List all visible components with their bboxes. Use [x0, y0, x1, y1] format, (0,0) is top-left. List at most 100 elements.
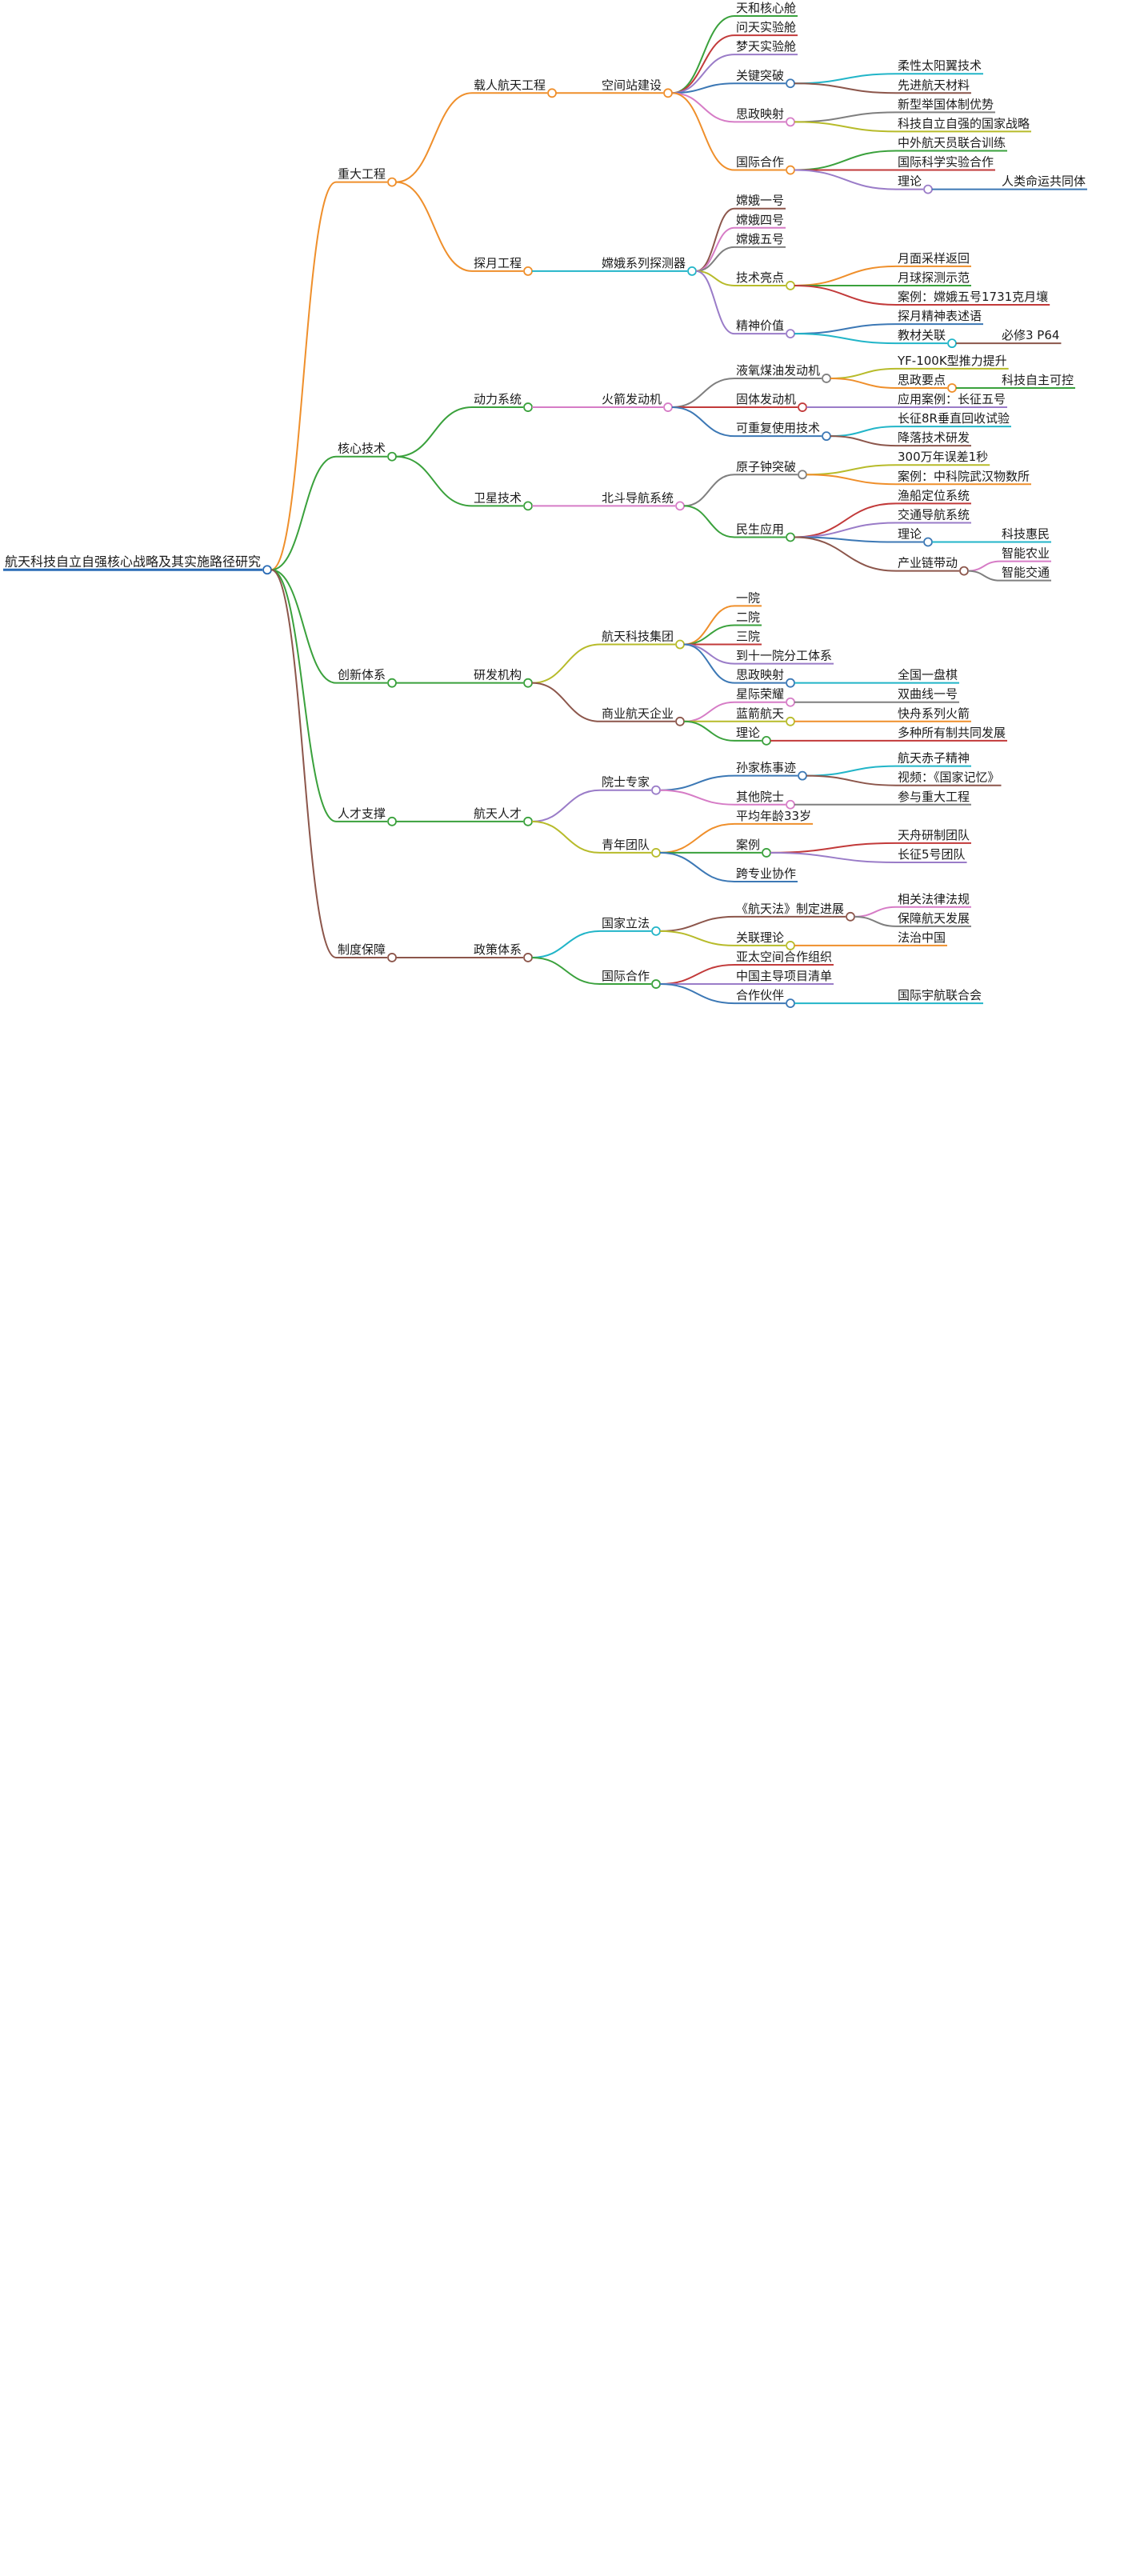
node-toggle[interactable]	[523, 402, 533, 412]
branch-connector	[695, 246, 735, 272]
node-label: 中外航天员联合训练	[898, 135, 1006, 150]
node-toggle[interactable]	[822, 374, 831, 383]
root-node-label: 航天科技自立自强核心战略及其实施路径研究	[5, 554, 261, 569]
node-label: 航天赤子精神	[898, 751, 970, 766]
node-toggle[interactable]	[786, 998, 795, 1009]
node-toggle[interactable]	[798, 402, 807, 412]
node-toggle[interactable]	[786, 117, 795, 127]
node-toggle[interactable]	[262, 565, 272, 575]
node-toggle[interactable]	[523, 266, 533, 276]
branch-connector	[532, 643, 601, 684]
branch-connector	[830, 435, 897, 447]
node-toggle[interactable]	[762, 735, 771, 746]
branch-connector	[830, 426, 897, 438]
branch-connector	[968, 570, 1001, 582]
node-label: 重大工程	[338, 167, 386, 182]
node-toggle[interactable]	[786, 941, 795, 950]
node-toggle[interactable]	[523, 953, 533, 962]
branch-connector	[532, 820, 601, 854]
node-label: 梦天实验舱	[736, 39, 796, 54]
node-toggle[interactable]	[651, 926, 661, 936]
node-toggle[interactable]	[547, 88, 557, 98]
node-toggle[interactable]	[687, 266, 697, 276]
branch-connector	[396, 406, 473, 458]
node-label: 问天实验舱	[736, 20, 796, 34]
branch-connector	[806, 774, 897, 786]
node-toggle[interactable]	[651, 979, 661, 989]
branch-connector	[770, 851, 897, 863]
branch-connector	[830, 377, 897, 389]
node-toggle[interactable]	[675, 501, 685, 511]
node-label: 国际合作	[736, 155, 784, 170]
node-toggle[interactable]	[387, 953, 397, 962]
branch-connector	[794, 111, 897, 123]
branch-connector	[395, 181, 473, 272]
node-toggle[interactable]	[663, 88, 673, 98]
node-toggle[interactable]	[822, 431, 831, 442]
node-toggle[interactable]	[786, 532, 795, 542]
node-toggle[interactable]	[923, 184, 933, 194]
node-toggle[interactable]	[786, 165, 795, 175]
node-toggle[interactable]	[786, 716, 795, 726]
branch-connector	[806, 474, 897, 486]
node-toggle[interactable]	[762, 848, 771, 858]
node-toggle[interactable]	[523, 678, 533, 688]
node-toggle[interactable]	[387, 678, 397, 688]
branch-connector	[794, 121, 897, 133]
branch-connector	[660, 822, 735, 854]
branch-connector	[794, 284, 897, 306]
node-label: 蓝箭航天	[736, 706, 784, 721]
branch-connector	[806, 464, 897, 476]
node-label: 嫦娥一号	[736, 194, 784, 208]
node-toggle[interactable]	[786, 281, 795, 290]
node-toggle[interactable]	[387, 816, 397, 826]
node-label: 月球探测示范	[898, 270, 970, 285]
node-label: 亚太空间合作组织	[736, 950, 832, 964]
node-label: 300万年误差1秒	[898, 450, 988, 464]
node-label: 理论	[898, 174, 922, 189]
branch-connector	[794, 82, 897, 94]
node-toggle[interactable]	[786, 678, 795, 688]
node-label: 原子钟突破	[736, 459, 796, 474]
node-label: 快舟系列火箭	[898, 706, 970, 721]
node-label: 全国一盘棋	[898, 668, 958, 682]
node-toggle[interactable]	[786, 799, 795, 810]
branch-connector	[672, 82, 735, 94]
branch-connector	[270, 569, 337, 684]
node-toggle[interactable]	[947, 338, 957, 349]
node-label: 嫦娥四号	[736, 213, 784, 227]
node-label: 其他院士	[736, 790, 784, 804]
node-toggle[interactable]	[675, 716, 685, 726]
node-toggle[interactable]	[387, 177, 397, 187]
branch-connector	[683, 643, 735, 684]
branch-connector	[660, 963, 735, 986]
node-toggle[interactable]	[663, 402, 673, 412]
node-toggle[interactable]	[846, 911, 855, 922]
node-toggle[interactable]	[387, 451, 397, 462]
node-toggle[interactable]	[786, 78, 795, 89]
node-toggle[interactable]	[786, 329, 795, 339]
node-label: 动力系统	[474, 392, 522, 406]
branch-connector	[270, 455, 337, 571]
branch-connector	[696, 270, 735, 286]
node-toggle[interactable]	[798, 470, 807, 480]
node-toggle[interactable]	[523, 501, 533, 511]
node-label: 产业链带动	[898, 556, 958, 570]
node-label: 平均年龄33岁	[736, 809, 811, 823]
node-toggle[interactable]	[651, 785, 661, 795]
node-toggle[interactable]	[923, 537, 933, 547]
node-toggle[interactable]	[523, 816, 533, 826]
node-toggle[interactable]	[947, 383, 957, 393]
node-label: 长征8R垂直回收试验	[898, 411, 1010, 426]
node-label: 理论	[736, 726, 760, 740]
node-toggle[interactable]	[786, 697, 795, 707]
node-toggle[interactable]	[798, 770, 807, 781]
node-label: 液氧煤油发动机	[736, 363, 820, 378]
branch-connector	[794, 265, 897, 286]
node-label: 必修3 P64	[1002, 328, 1059, 342]
node-toggle[interactable]	[651, 848, 661, 858]
node-label: 人类命运共同体	[1002, 174, 1086, 189]
node-toggle[interactable]	[959, 566, 969, 576]
node-toggle[interactable]	[675, 639, 685, 650]
